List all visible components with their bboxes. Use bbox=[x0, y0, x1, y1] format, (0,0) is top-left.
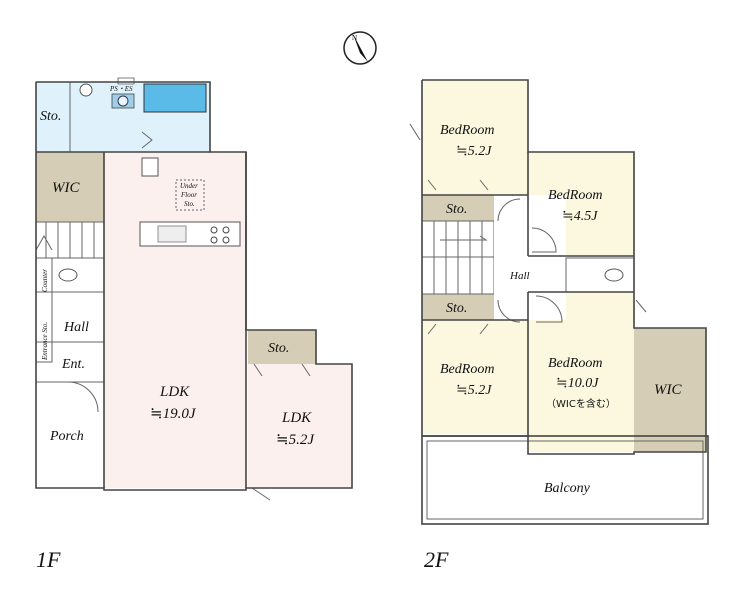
f2-toilet-icon bbox=[604, 268, 624, 282]
f2-window-icon bbox=[409, 123, 421, 141]
f2-hall bbox=[494, 195, 566, 320]
f2-floor-label: 2F bbox=[424, 547, 449, 572]
f2-bedroom-nw bbox=[422, 80, 528, 195]
floor-2: BedRoom ≒5.2J BedRoom ≒4.5J Sto. Hall St… bbox=[409, 79, 709, 572]
f2-bed-nw-size: ≒5.2J bbox=[456, 144, 492, 159]
f2-balcony bbox=[421, 435, 709, 525]
under-floor-label-2: Floor bbox=[180, 191, 197, 199]
f2-nw-door-icon bbox=[427, 179, 489, 191]
compass: N bbox=[343, 31, 377, 65]
floor-1: Sto. PS・ES WIC Under Floor Sto. Counter … bbox=[35, 77, 353, 572]
f2-bed-sw-size: ≒5.2J bbox=[456, 383, 492, 398]
f1-side-door-icon bbox=[251, 487, 271, 501]
f2-bed-ne-size: ≒4.5J bbox=[562, 209, 598, 224]
f2-stairs bbox=[421, 220, 495, 295]
f2-bed-se-size: ≒10.0J bbox=[556, 376, 599, 391]
f2-sto-lower-label: Sto. bbox=[446, 301, 467, 316]
f2-bed-ne-name: BedRoom bbox=[548, 188, 602, 203]
f1-wic bbox=[36, 152, 104, 222]
f2-sw-door-icon bbox=[427, 323, 489, 335]
f1-sto-top-label: Sto. bbox=[40, 109, 61, 124]
f2-wic bbox=[634, 328, 706, 452]
under-floor-label-3: Sto. bbox=[184, 200, 195, 208]
f1-ldk-main-size: ≒19.0J bbox=[150, 406, 197, 422]
f2-bedroom-sw bbox=[422, 320, 528, 434]
f2-bed-se-name: BedRoom bbox=[548, 356, 602, 371]
f1-floor-label: 1F bbox=[36, 547, 61, 572]
f2-sto-upper-label: Sto. bbox=[446, 202, 467, 217]
f1-ldk-side-size: ≒5.2J bbox=[276, 432, 315, 448]
washing-machine-drum-icon bbox=[117, 95, 129, 107]
ps-es-box bbox=[117, 77, 135, 85]
f2-hall-door-swing-1 bbox=[497, 198, 521, 222]
f1-ldk-side bbox=[248, 364, 352, 488]
compass-north-label: N bbox=[352, 34, 357, 42]
under-floor-label-1: Under bbox=[180, 182, 198, 190]
bathtub-icon bbox=[143, 83, 207, 113]
washbasin-icon bbox=[79, 83, 93, 97]
f2-hall-door-swing-4 bbox=[535, 295, 563, 323]
sink-icon bbox=[157, 225, 187, 243]
f1-outer-wall bbox=[35, 81, 353, 491]
f2-sto-upper bbox=[422, 195, 494, 221]
f1-wic-label: WIC bbox=[52, 180, 80, 196]
f2-sto-lower bbox=[422, 294, 494, 320]
f1-sto-right bbox=[248, 330, 316, 364]
f2-hall-door-swing-2 bbox=[531, 227, 557, 253]
f2-wic-label: WIC bbox=[654, 382, 682, 398]
f1-porch-door-swing bbox=[67, 381, 99, 413]
f2-hall-label: Hall bbox=[509, 270, 530, 282]
north-arrow-icon bbox=[353, 34, 368, 62]
f1-hall-label: Hall bbox=[63, 320, 89, 335]
under-floor-sto bbox=[175, 179, 205, 211]
entrance-sto-label: Entrance Sto. bbox=[41, 322, 49, 361]
f1-sto-right-label: Sto. bbox=[268, 341, 289, 356]
f1-toilet-icon bbox=[58, 268, 78, 282]
f1-ldk-main bbox=[104, 152, 246, 488]
f2-balcony-label: Balcony bbox=[544, 481, 591, 496]
f1-ent-label: Ent. bbox=[61, 357, 85, 372]
f2-balcony-inner bbox=[426, 440, 704, 520]
f2-bed-se-note: （WICを含む） bbox=[546, 397, 616, 410]
f2-bed-sw-name: BedRoom bbox=[440, 362, 494, 377]
fridge-icon bbox=[141, 157, 159, 177]
f2-toilet-room bbox=[565, 257, 635, 293]
f1-stairs bbox=[35, 221, 105, 259]
f1-bath-door-icon bbox=[141, 131, 153, 149]
f1-ldk-main-name: LDK bbox=[159, 384, 190, 400]
f2-wic-door-icon bbox=[635, 299, 647, 313]
f2-hall-door-swing-3 bbox=[497, 299, 521, 323]
stove-icon bbox=[210, 226, 230, 244]
f1-porch-label: Porch bbox=[49, 429, 84, 444]
ps-es-label: PS・ES bbox=[109, 85, 133, 93]
f1-sto-door-icon bbox=[253, 363, 311, 377]
counter-label: Counter bbox=[41, 269, 49, 292]
f2-bed-nw-name: BedRoom bbox=[440, 123, 494, 138]
f1-ldk-side-name: LDK bbox=[281, 410, 312, 426]
